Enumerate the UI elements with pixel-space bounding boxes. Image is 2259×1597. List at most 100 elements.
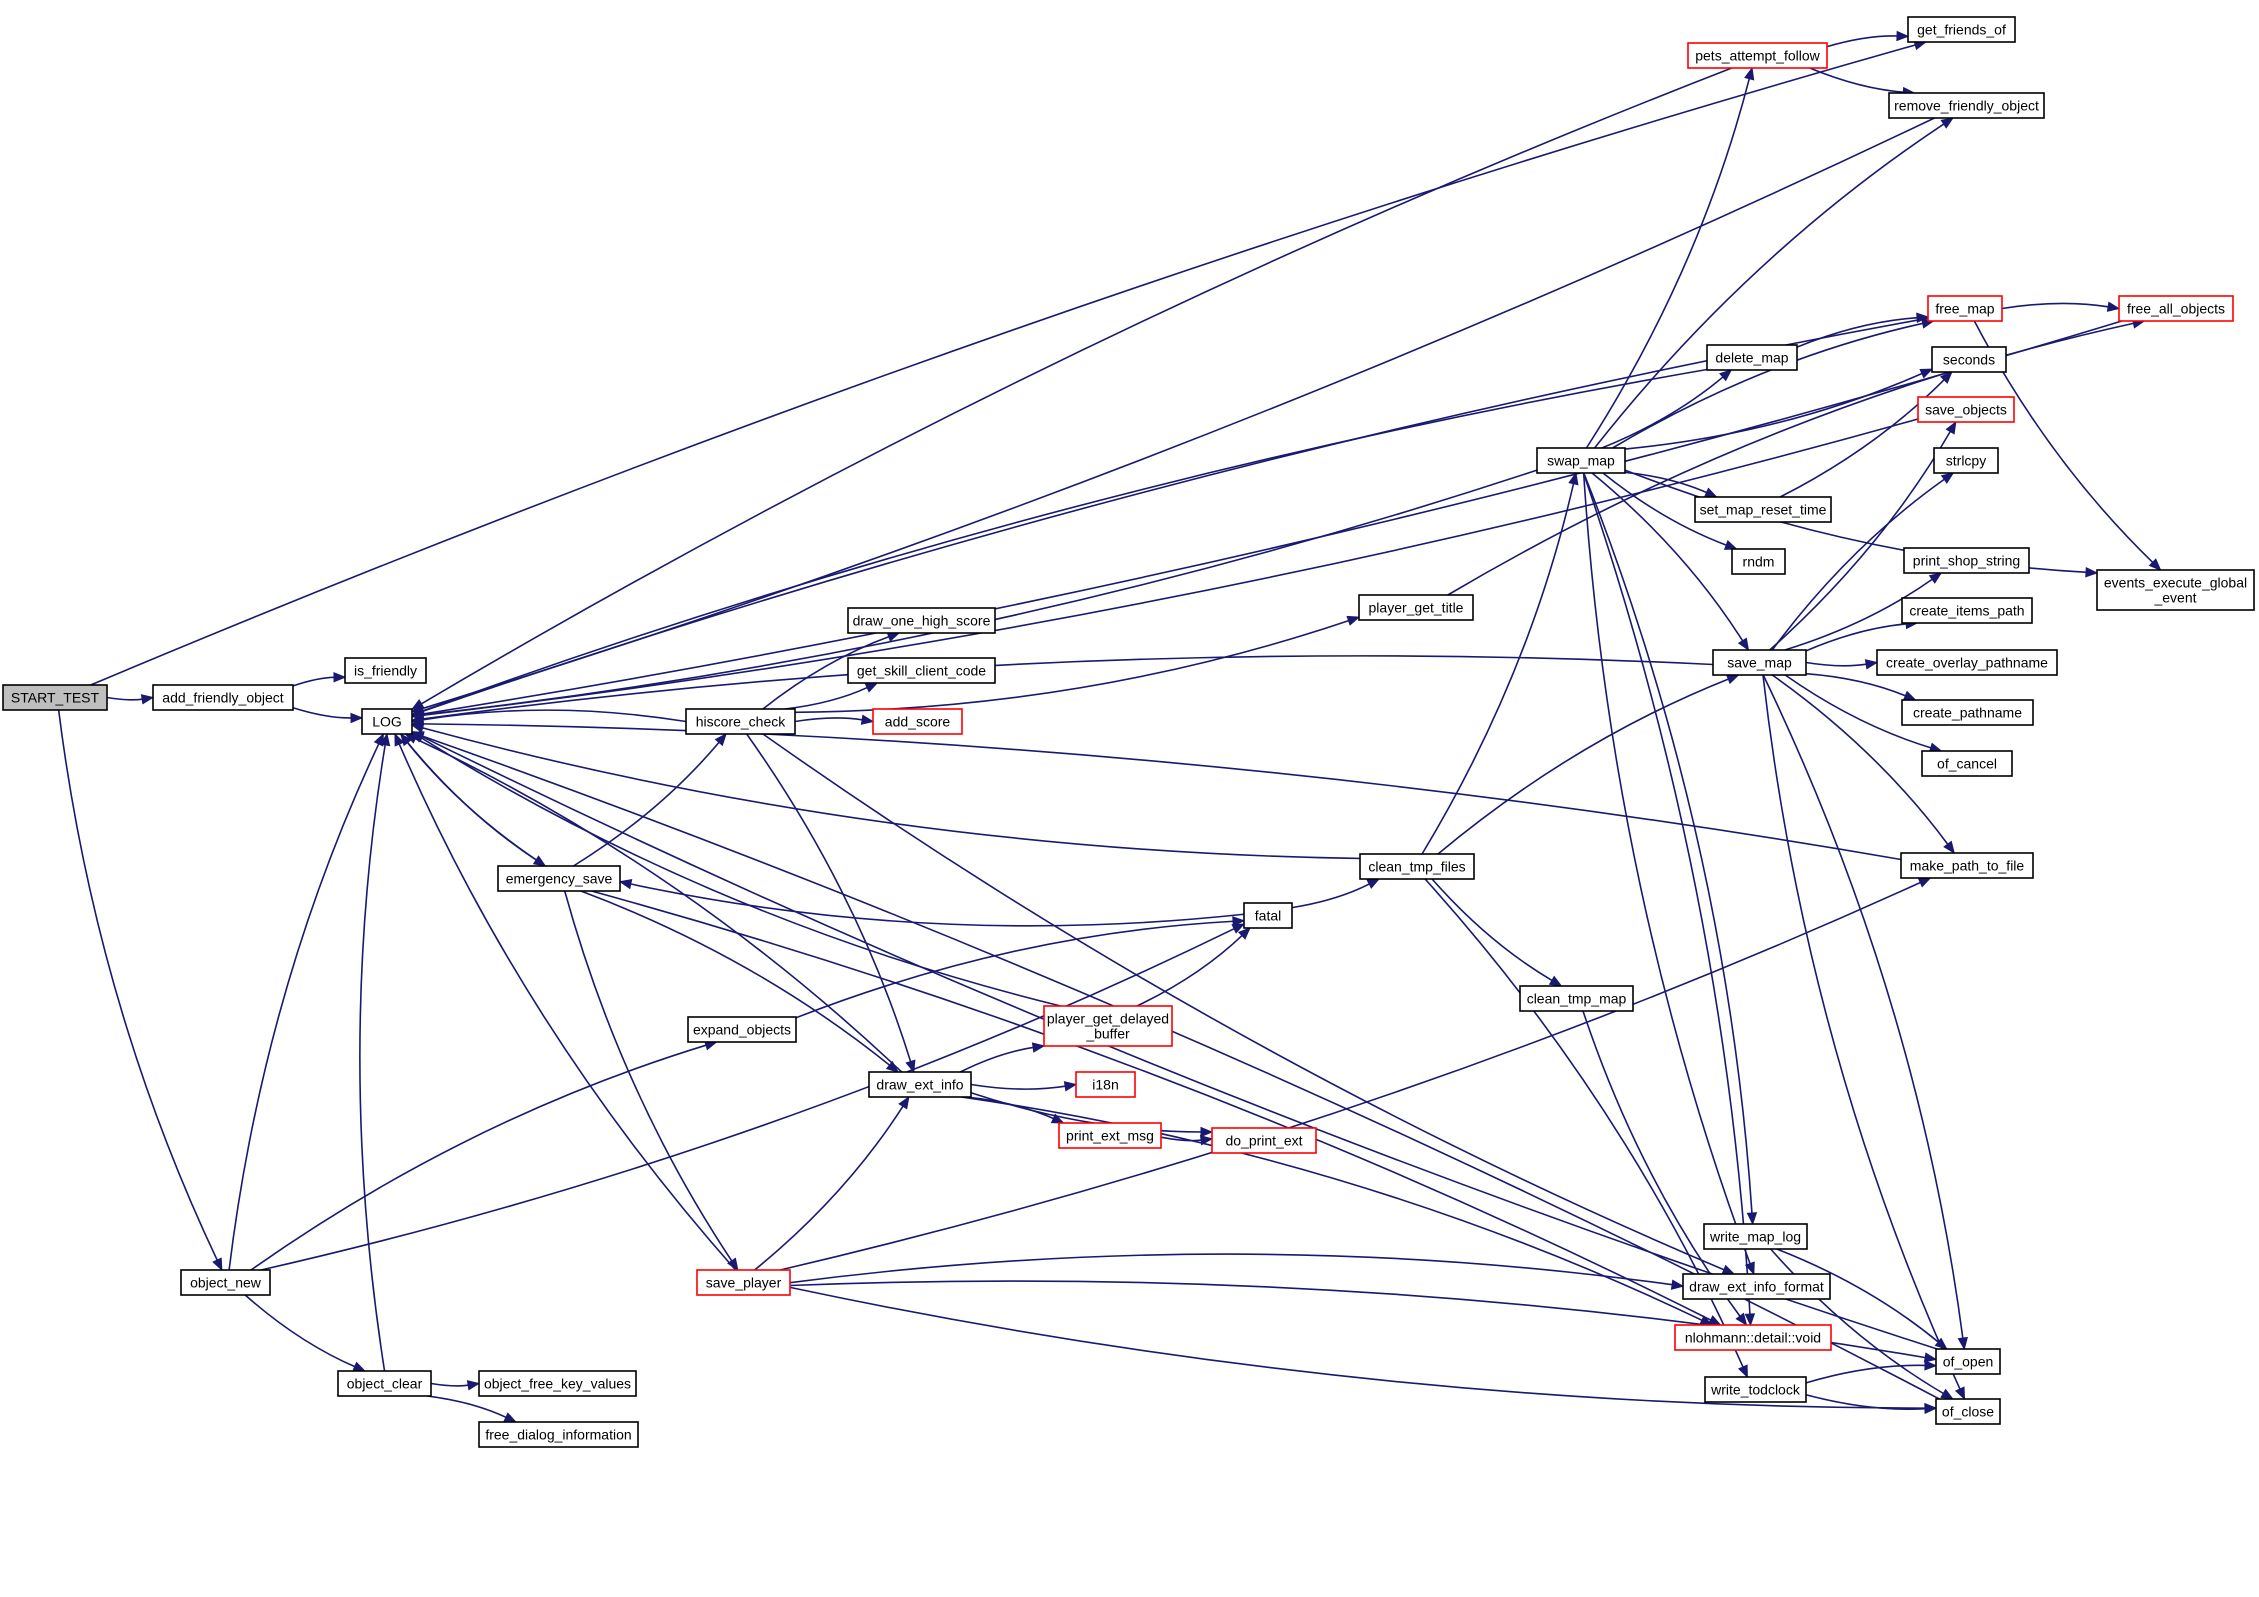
node-box[interactable] bbox=[1706, 344, 1798, 371]
node-draw-ext-info[interactable]: draw_ext_info bbox=[868, 1071, 972, 1098]
node-box[interactable] bbox=[696, 1269, 791, 1296]
node-clean-tmp-map[interactable]: clean_tmp_map bbox=[1519, 985, 1634, 1012]
node-box[interactable] bbox=[1901, 597, 2033, 624]
node-box[interactable] bbox=[1243, 902, 1293, 929]
node-box[interactable] bbox=[1358, 594, 1474, 621]
node-save-player[interactable]: save_player bbox=[696, 1269, 791, 1296]
node-box[interactable] bbox=[180, 1269, 271, 1296]
node-expand-objects[interactable]: expand_objects bbox=[687, 1016, 797, 1043]
node-fatal[interactable]: fatal bbox=[1243, 902, 1293, 929]
node-do-print-ext[interactable]: do_print_ext bbox=[1211, 1127, 1317, 1154]
node-box[interactable] bbox=[344, 657, 427, 684]
node-player-get-title[interactable]: player_get_title bbox=[1358, 594, 1474, 621]
node-box[interactable] bbox=[1901, 699, 2034, 726]
node-box[interactable] bbox=[847, 607, 996, 634]
node-draw-ext-info-format[interactable]: draw_ext_info_format bbox=[1682, 1273, 1831, 1300]
node-print-ext-msg[interactable]: print_ext_msg bbox=[1058, 1122, 1162, 1149]
node-box[interactable] bbox=[2, 684, 108, 711]
node-box[interactable] bbox=[868, 1071, 972, 1098]
node-box[interactable] bbox=[1917, 396, 2015, 423]
node-box[interactable] bbox=[1536, 447, 1626, 474]
node-nlohmann-detail-void[interactable]: nlohmann::detail::void bbox=[1674, 1324, 1832, 1351]
node-save-map[interactable]: save_map bbox=[1712, 649, 1807, 676]
node-write-todclock[interactable]: write_todclock bbox=[1704, 1376, 1807, 1403]
node-box[interactable] bbox=[685, 708, 796, 735]
node-pets-attempt-follow[interactable]: pets_attempt_follow bbox=[1687, 42, 1828, 69]
node-box[interactable] bbox=[1933, 447, 1999, 474]
node-box[interactable] bbox=[1927, 295, 2003, 322]
node-box[interactable] bbox=[1731, 548, 1786, 575]
node-create-overlay-pathname[interactable]: create_overlay_pathname bbox=[1876, 649, 2058, 676]
node-box[interactable] bbox=[1075, 1071, 1136, 1098]
node-box[interactable] bbox=[847, 657, 996, 684]
node-box[interactable] bbox=[1519, 985, 1634, 1012]
node-box[interactable] bbox=[1687, 42, 1828, 69]
node-box[interactable] bbox=[1712, 649, 1807, 676]
node-clean-tmp-files[interactable]: clean_tmp_files bbox=[1359, 853, 1475, 880]
node-is-friendly[interactable]: is_friendly bbox=[344, 657, 427, 684]
node-box[interactable] bbox=[1888, 92, 2045, 119]
node-box[interactable] bbox=[1043, 1005, 1173, 1047]
node-player-get-delayed-buffer[interactable]: player_get_delayed_buffer bbox=[1043, 1005, 1173, 1047]
node-box[interactable] bbox=[1935, 1348, 2001, 1375]
node-box[interactable] bbox=[1931, 346, 2007, 373]
node-add-friendly-object[interactable]: add_friendly_object bbox=[152, 684, 294, 711]
node-object-new[interactable]: object_new bbox=[180, 1269, 271, 1296]
node-start-test[interactable]: START_TEST bbox=[2, 684, 108, 711]
node-box[interactable] bbox=[1921, 750, 2013, 777]
node-add-score[interactable]: add_score bbox=[872, 708, 963, 735]
node-seconds[interactable]: seconds bbox=[1931, 346, 2007, 373]
node-box[interactable] bbox=[152, 684, 294, 711]
node-box[interactable] bbox=[478, 1370, 637, 1397]
node-write-map-log[interactable]: write_map_log bbox=[1703, 1223, 1808, 1250]
node-object-free-key-values[interactable]: object_free_key_values bbox=[478, 1370, 637, 1397]
node-of-cancel[interactable]: of_cancel bbox=[1921, 750, 2013, 777]
node-make-path-to-file[interactable]: make_path_to_file bbox=[1900, 852, 2034, 879]
node-save-objects[interactable]: save_objects bbox=[1917, 396, 2015, 423]
node-box[interactable] bbox=[687, 1016, 797, 1043]
node-get-friends-of[interactable]: get_friends_of bbox=[1907, 16, 2016, 43]
node-box[interactable] bbox=[1704, 1376, 1807, 1403]
node-box[interactable] bbox=[1907, 16, 2016, 43]
node-box[interactable] bbox=[1211, 1127, 1317, 1154]
node-box[interactable] bbox=[337, 1370, 432, 1397]
node-draw-one-high-score[interactable]: draw_one_high_score bbox=[847, 607, 996, 634]
node-create-pathname[interactable]: create_pathname bbox=[1901, 699, 2034, 726]
node-swap-map[interactable]: swap_map bbox=[1536, 447, 1626, 474]
node-i18n[interactable]: i18n bbox=[1075, 1071, 1136, 1098]
node-create-items-path[interactable]: create_items_path bbox=[1901, 597, 2033, 624]
node-box[interactable] bbox=[1058, 1122, 1162, 1149]
node-of-open[interactable]: of_open bbox=[1935, 1348, 2001, 1375]
node-box[interactable] bbox=[1876, 649, 2058, 676]
node-box[interactable] bbox=[1900, 852, 2034, 879]
node-box[interactable] bbox=[1903, 547, 2030, 574]
node-box[interactable] bbox=[1682, 1273, 1831, 1300]
node-get-skill-client-code[interactable]: get_skill_client_code bbox=[847, 657, 996, 684]
node-box[interactable] bbox=[872, 708, 963, 735]
node-free-all-objects[interactable]: free_all_objects bbox=[2118, 295, 2234, 322]
node-free-map[interactable]: free_map bbox=[1927, 295, 2003, 322]
node-box[interactable] bbox=[1703, 1223, 1808, 1250]
node-of-close[interactable]: of_close bbox=[1935, 1398, 2001, 1425]
node-box[interactable] bbox=[1359, 853, 1475, 880]
node-hiscore-check[interactable]: hiscore_check bbox=[685, 708, 796, 735]
node-events-execute-global-event[interactable]: events_execute_global_event bbox=[2096, 569, 2255, 611]
node-box[interactable] bbox=[478, 1421, 639, 1448]
node-object-clear[interactable]: object_clear bbox=[337, 1370, 432, 1397]
node-delete-map[interactable]: delete_map bbox=[1706, 344, 1798, 371]
node-box[interactable] bbox=[2096, 569, 2255, 611]
node-rndm[interactable]: rndm bbox=[1731, 548, 1786, 575]
node-free-dialog-information[interactable]: free_dialog_information bbox=[478, 1421, 639, 1448]
node-box[interactable] bbox=[1694, 496, 1832, 523]
node-set-map-reset-time[interactable]: set_map_reset_time bbox=[1694, 496, 1832, 523]
node-strlcpy[interactable]: strlcpy bbox=[1933, 447, 1999, 474]
node-log[interactable]: LOG bbox=[361, 708, 413, 735]
node-box[interactable] bbox=[361, 708, 413, 735]
node-print-shop-string[interactable]: print_shop_string bbox=[1903, 547, 2030, 574]
node-box[interactable] bbox=[1935, 1398, 2001, 1425]
node-box[interactable] bbox=[2118, 295, 2234, 322]
node-emergency-save[interactable]: emergency_save bbox=[497, 865, 621, 892]
node-box[interactable] bbox=[1674, 1324, 1832, 1351]
node-remove-friendly-object[interactable]: remove_friendly_object bbox=[1888, 92, 2045, 119]
node-box[interactable] bbox=[497, 865, 621, 892]
